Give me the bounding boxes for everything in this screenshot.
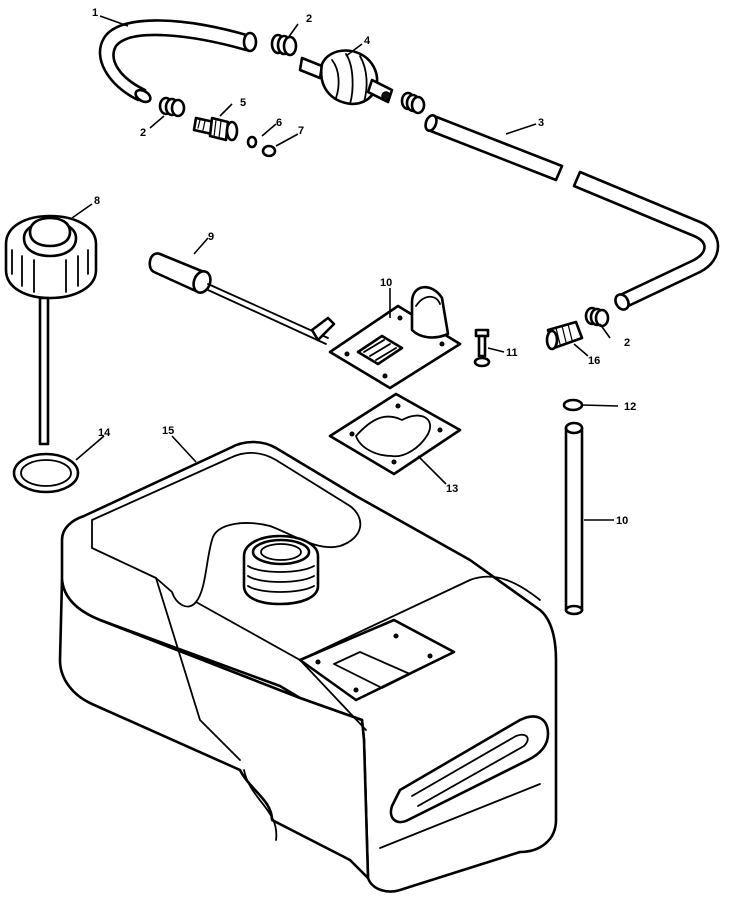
callout-labels: 1 2 2 2 3 4 5 6 7 8 9 10 10 11 12 13 14 … bbox=[92, 7, 636, 527]
callout-7: 7 bbox=[298, 125, 304, 137]
callout-2-right: 2 bbox=[624, 337, 630, 349]
callout-2-left: 2 bbox=[140, 127, 146, 139]
fuel-fitting bbox=[192, 116, 239, 142]
callout-10-tube: 10 bbox=[616, 515, 628, 527]
tube-o-ring bbox=[562, 398, 584, 412]
pickup-tube bbox=[564, 421, 584, 616]
callout-6: 6 bbox=[276, 117, 282, 129]
callout-12: 12 bbox=[624, 401, 636, 413]
callout-11: 11 bbox=[506, 347, 518, 359]
washer-small bbox=[261, 144, 277, 158]
fuel-hose-upper bbox=[98, 19, 258, 104]
callout-5: 5 bbox=[240, 97, 246, 109]
float-assembly bbox=[148, 252, 336, 345]
hose-clamp-top bbox=[270, 33, 298, 57]
fuel-gauge-cap bbox=[4, 214, 98, 446]
fuel-hose-bent bbox=[572, 170, 720, 311]
callout-9: 9 bbox=[208, 231, 214, 243]
o-ring-small bbox=[246, 135, 258, 149]
fuel-hose-straight bbox=[424, 113, 564, 182]
callout-15: 15 bbox=[162, 425, 174, 437]
callout-13: 13 bbox=[446, 483, 458, 495]
callout-16: 16 bbox=[588, 355, 600, 367]
callout-10-plate: 10 bbox=[380, 277, 392, 289]
hose-clamp-mid bbox=[400, 91, 426, 115]
gasket bbox=[328, 392, 462, 476]
hose-clamp-left bbox=[158, 96, 186, 118]
gauge-o-ring bbox=[12, 452, 80, 494]
callout-8: 8 bbox=[94, 195, 100, 207]
callout-3: 3 bbox=[538, 117, 544, 129]
fuel-tank bbox=[58, 440, 558, 893]
tank-connector bbox=[545, 320, 584, 351]
callout-leaders bbox=[71, 15, 619, 521]
callout-1: 1 bbox=[92, 7, 98, 19]
callout-4: 4 bbox=[364, 35, 371, 47]
screw bbox=[473, 328, 491, 368]
primer-bulb bbox=[298, 49, 394, 106]
hose-clamp-right bbox=[584, 306, 610, 328]
callout-14: 14 bbox=[98, 427, 111, 439]
callout-2-top: 2 bbox=[306, 13, 312, 25]
pickup-plate bbox=[328, 285, 462, 390]
